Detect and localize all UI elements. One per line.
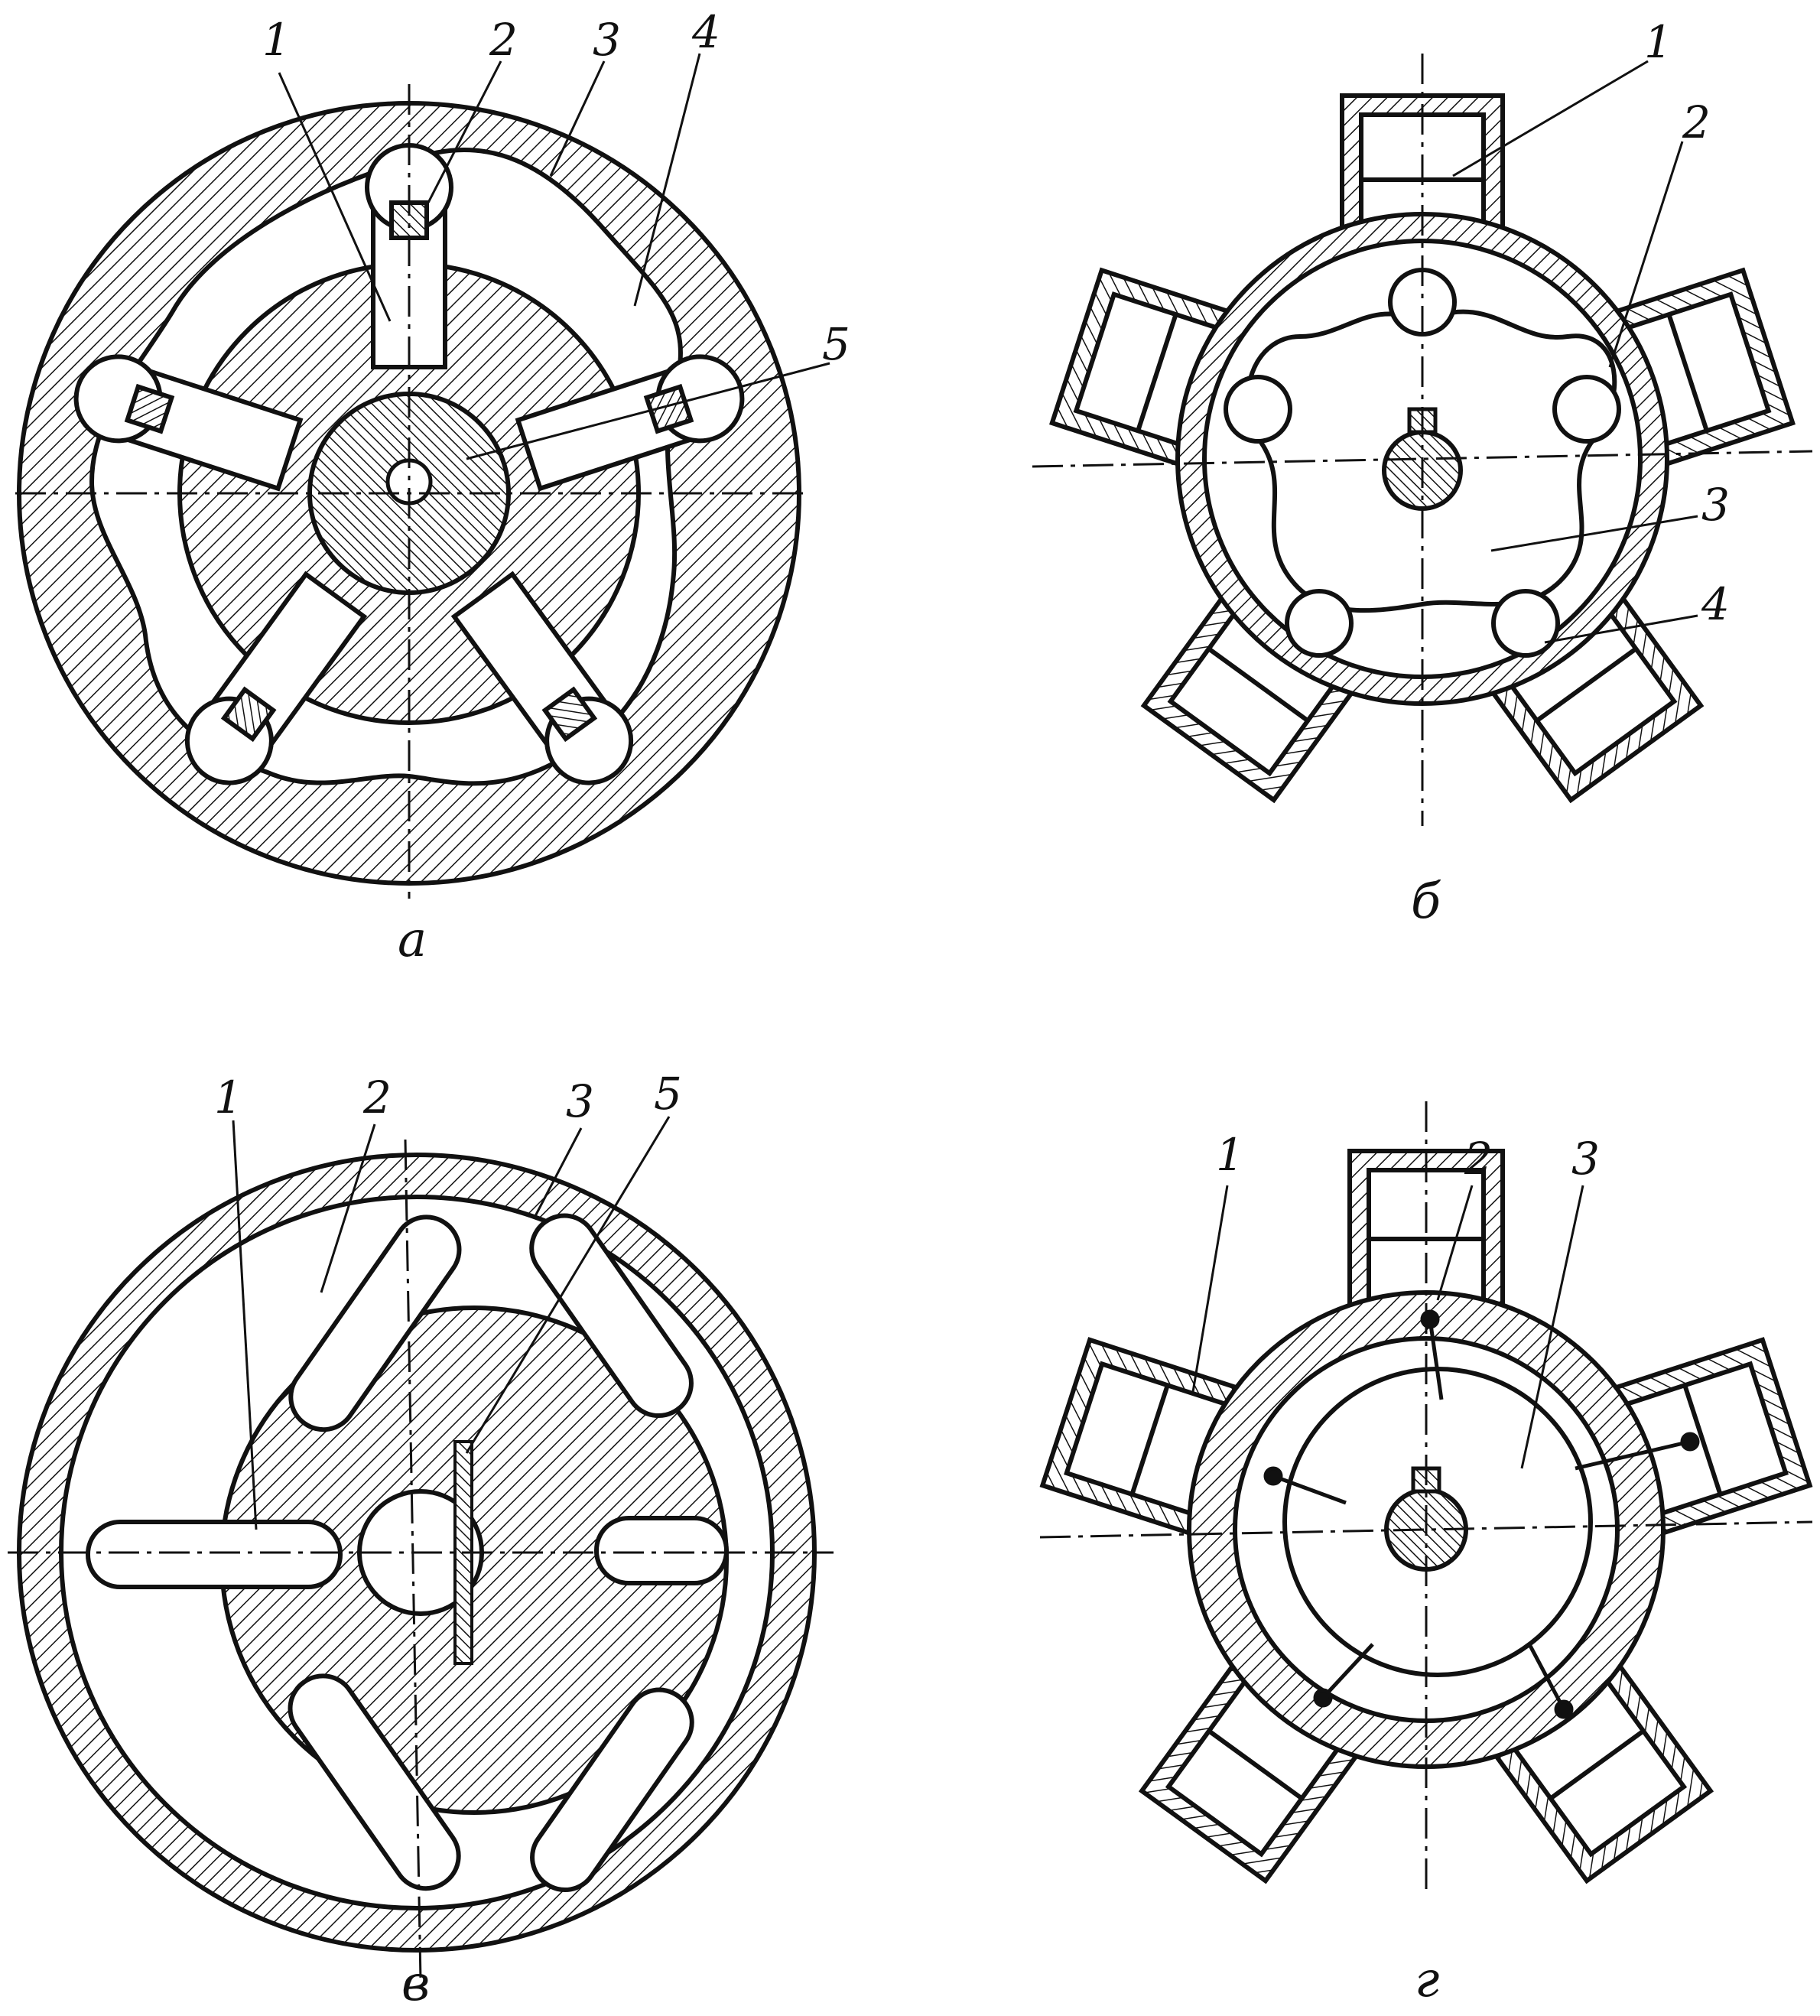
panel-a-label-4: 4 — [691, 6, 720, 58]
panel-a-caption: а — [398, 912, 427, 968]
panel-a-label-1: 1 — [262, 14, 291, 66]
panel-c-label-3: 3 — [566, 1075, 594, 1127]
panel-b-drawing — [1032, 54, 1813, 826]
panel-b-caption: б — [1411, 873, 1441, 930]
panel-d-label-1: 1 — [1216, 1129, 1244, 1181]
panel-a-label-3: 3 — [593, 14, 621, 66]
panel-b-label-4: 4 — [1701, 578, 1730, 630]
panel-c: 1 2 3 5 в — [8, 1068, 834, 2012]
panel-a-drawing — [15, 53, 830, 899]
panel-b-label-2: 2 — [1682, 96, 1711, 148]
panel-d-caption: г — [1415, 1952, 1439, 2008]
panel-a-label-5: 5 — [822, 318, 850, 370]
panel-b-label-3: 3 — [1701, 479, 1730, 531]
panel-c-label-5: 5 — [654, 1068, 682, 1120]
panel-a-label-2: 2 — [489, 14, 518, 66]
panel-b-label-1: 1 — [1644, 16, 1672, 68]
panel-d-drawing — [1039, 1101, 1813, 1897]
panel-c-caption: в — [401, 1956, 430, 2012]
panel-a: 1 2 3 4 5 а — [15, 6, 850, 968]
panel-c-label-1: 1 — [214, 1071, 242, 1123]
panel-b: 1 2 3 4 б — [1032, 16, 1813, 930]
panel-c-drawing — [8, 1116, 834, 1982]
panel-d-label-2: 2 — [1464, 1133, 1493, 1185]
panel-d: 1 2 3 г — [1039, 1101, 1813, 2008]
panel-d-label-3: 3 — [1571, 1133, 1600, 1185]
panel-c-label-2: 2 — [362, 1071, 392, 1123]
